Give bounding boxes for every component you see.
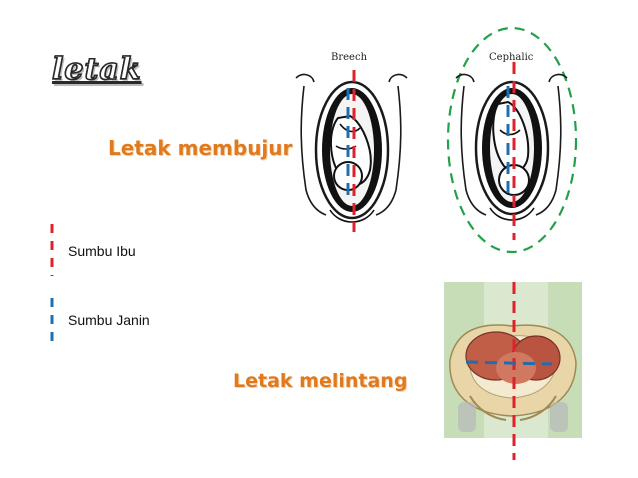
cephalic-uterus-illustration <box>455 73 568 221</box>
breech-uterus-illustration <box>295 73 408 223</box>
legend-label-sumbu-ibu: Sumbu Ibu <box>68 243 136 259</box>
caption-cephalic: Cephalic <box>489 52 534 63</box>
slide-title: letak <box>51 51 142 88</box>
legend-label-sumbu-janin: Sumbu Janin <box>68 312 150 328</box>
transverse-axis-janin <box>465 360 553 366</box>
label-letak-melintang: Letak melintang <box>233 370 408 392</box>
cephalic-highlight-ring <box>446 26 578 254</box>
transverse-pelvis-illustration <box>444 282 582 438</box>
caption-breech: Breech <box>331 52 368 63</box>
label-letak-membujur: Letak membujur <box>108 136 293 160</box>
